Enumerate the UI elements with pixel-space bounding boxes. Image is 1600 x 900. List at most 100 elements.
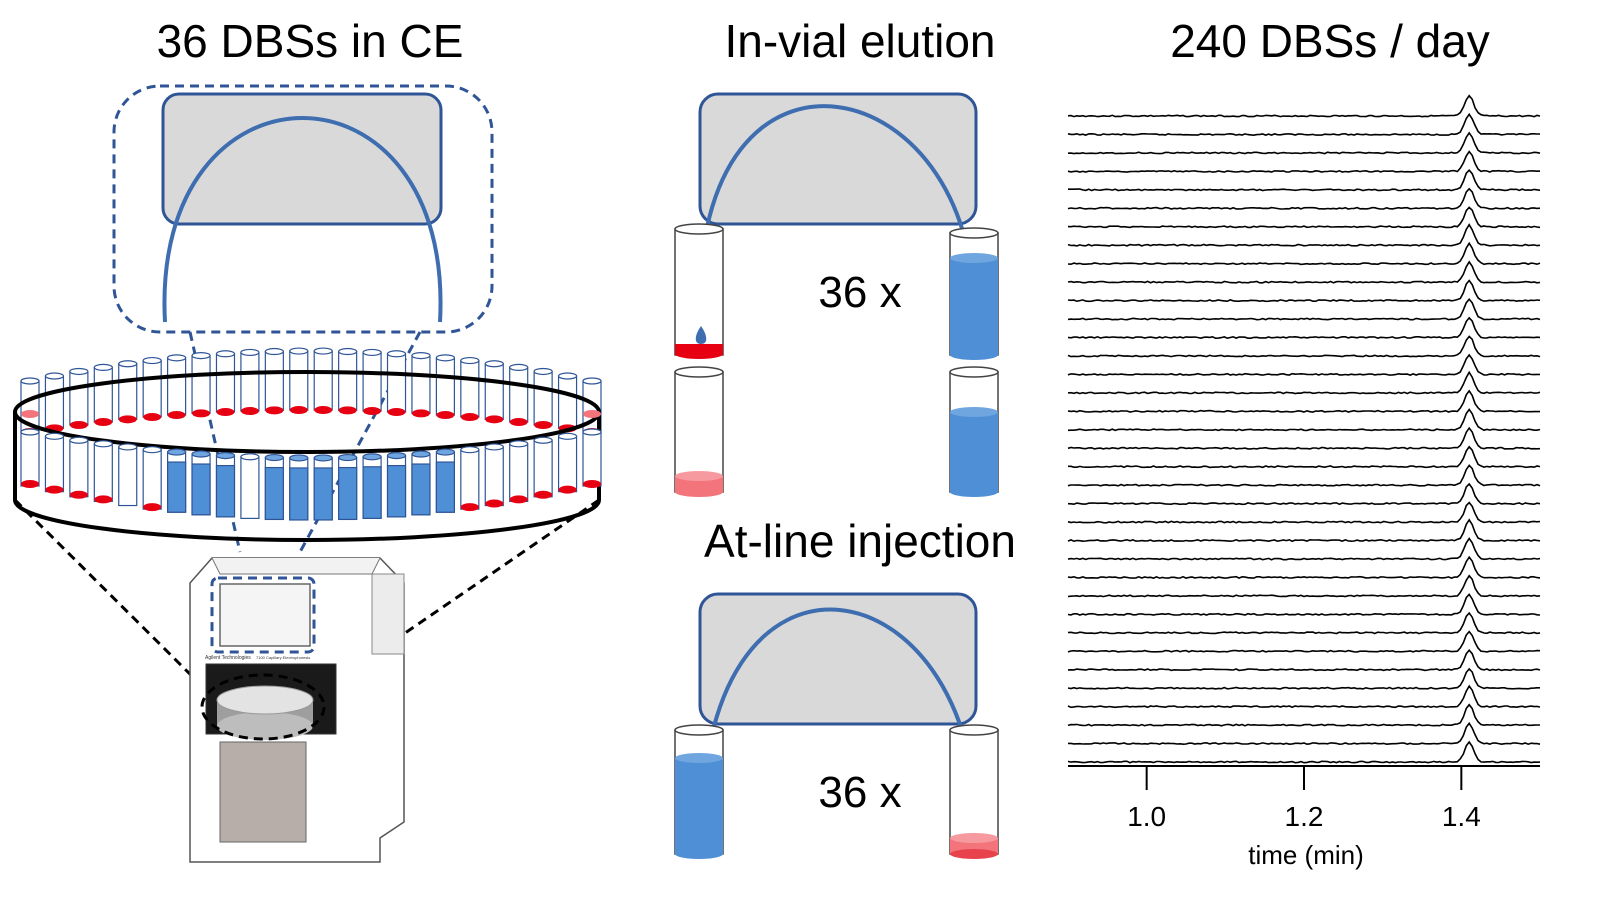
vial-back [411,351,431,418]
vial-back [509,363,529,427]
carousel-bottom-rim [13,499,601,542]
trace-line [1067,593,1541,616]
vial-front [44,432,65,494]
trace-line [1068,721,1541,746]
left-panel-title: 36 DBSs in CE [156,15,464,67]
vial-back [240,348,260,416]
in-vial-elution-title: In-vial elution [724,15,996,67]
vial-front [118,443,138,507]
trace-line [1068,169,1541,192]
vial-front [142,446,162,512]
trace-line [1067,555,1541,579]
vial-front [93,440,113,504]
trace-line [1067,464,1541,487]
instrument-brand: Agilent Technologies [205,655,251,661]
vial-back [44,372,65,433]
trace-line [1067,335,1541,358]
trace-line [1067,630,1541,653]
vial-front [20,410,40,488]
trace-line [1067,279,1541,303]
electropherogram-chart: 1.0 1.2 1.4 time (min) [1067,94,1541,870]
vial-front [484,443,504,508]
vial-back [93,363,113,427]
trace-line [1067,297,1541,321]
trace-line [1067,537,1541,561]
vial-back [289,347,309,415]
vial-back [191,351,211,418]
zoom-line-carousel-b [321,498,600,692]
trace-line [1067,187,1541,210]
trace-line [1067,667,1540,690]
trace-line [1068,445,1541,469]
ce-instrument: Agilent Technologies 7100 Capillary Elec… [189,557,405,863]
vial-back [435,354,455,420]
vial-front [533,436,553,499]
multiplier-top: 36 x [818,268,902,317]
trace-line [1067,150,1541,173]
trace-line [1067,426,1541,450]
vial-front [240,453,260,519]
zoom-cassette-frame [112,84,494,334]
trace-line [1067,482,1541,506]
vial-front [191,450,211,516]
x-tick-label: 1.4 [1442,801,1481,832]
vial-front [386,451,407,518]
vial-front [435,448,455,513]
vial-front [362,453,382,519]
trace-line [1067,370,1541,395]
vial-back [338,347,358,415]
trace-line [1067,223,1541,247]
trace-line [1067,648,1541,672]
trace-line [1067,353,1541,376]
trace-line [1067,94,1541,118]
vial-back [362,348,382,416]
cassette-mid-top [698,92,978,226]
vial-front [289,454,309,521]
vial-front [557,432,578,494]
trace-line [1067,206,1541,229]
trace-line [1067,131,1541,155]
chart-title: 240 DBSs / day [1170,15,1490,67]
droplet [695,326,707,344]
vial-front [167,448,187,513]
trace-line [1067,241,1541,266]
x-axis-title: time (min) [1248,840,1364,870]
at-line-injection-diagram [674,592,999,859]
vial-front [338,453,358,521]
zoom-line-left-b [298,331,422,553]
trace-line [1067,574,1541,598]
at-line-injection-title: At-line injection [704,515,1016,567]
x-tick-label: 1.2 [1285,801,1324,832]
trace-line [1067,684,1541,709]
vial-back [533,367,553,430]
vial-back [313,347,333,415]
trace-line [1067,408,1541,432]
vial-front [411,450,431,516]
trace-line [1067,703,1540,727]
vial-front [509,440,529,504]
x-tick-label: 1.0 [1127,801,1166,832]
multiplier-bottom: 36 x [818,768,902,817]
vial-front [460,446,480,512]
vial-front [215,451,236,518]
instrument-model: 7100 Capillary Electrophoresis [256,655,310,660]
in-vial-elution-diagram [674,92,999,497]
trace-line [1067,740,1541,764]
trace-line [1067,316,1541,340]
vial-back [557,372,578,433]
vial-front [264,453,284,521]
vial-back [215,350,236,417]
vial-front [313,454,333,521]
cassette-mid-bottom [698,592,978,726]
trace-line [1067,501,1541,524]
vial-back [460,356,480,422]
vial-back [386,350,407,417]
vial-back [118,360,138,424]
vial-back [69,367,89,430]
vial-front [69,436,89,499]
trace-line [1067,518,1541,543]
trace-line [1067,112,1540,137]
trace-line [1067,260,1541,284]
vial-back [484,360,504,424]
vial-back [167,354,187,420]
